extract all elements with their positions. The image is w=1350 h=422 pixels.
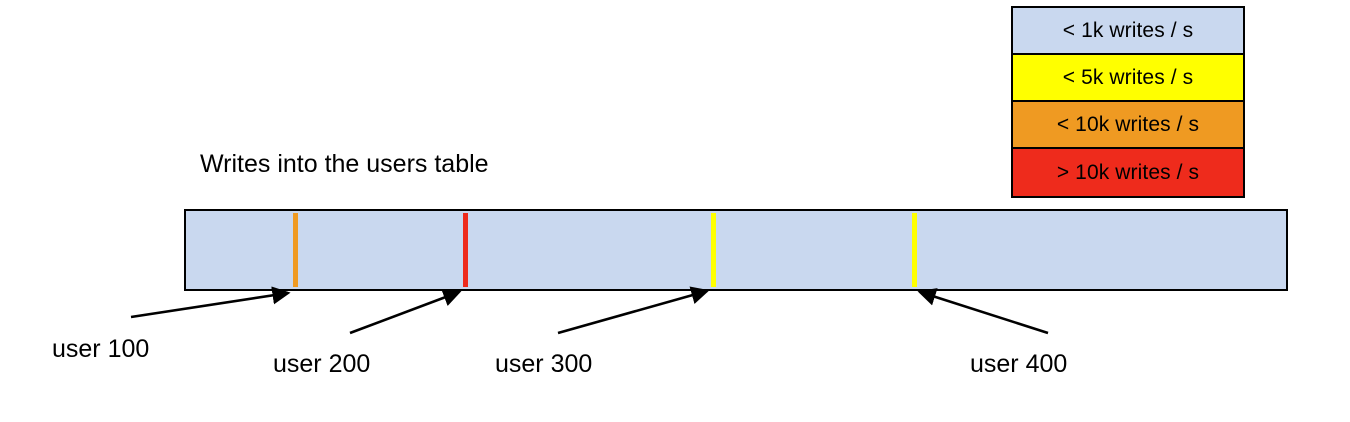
callout-arrow-2	[557, 286, 710, 335]
callout-arrow-1	[349, 288, 462, 335]
callout-label-2: user 300	[495, 350, 593, 378]
legend-row-lt-10k: < 10k writes / s	[1013, 102, 1243, 149]
legend-label: < 5k writes / s	[1062, 66, 1194, 89]
bar-marker-user-300	[710, 213, 716, 287]
legend-row-lt-5k: < 5k writes / s	[1013, 55, 1243, 102]
users-table-bar	[184, 209, 1288, 291]
callout-label-3: user 400	[970, 350, 1068, 378]
legend-label: < 1k writes / s	[1062, 19, 1194, 42]
callout-label-0: user 100	[52, 335, 150, 363]
bar-track	[184, 209, 1288, 291]
legend-row-gt-10k: > 10k writes / s	[1013, 149, 1243, 196]
bar-marker-user-400	[912, 213, 917, 287]
legend-label: > 10k writes / s	[1056, 161, 1200, 184]
legend-label: < 10k writes / s	[1056, 113, 1200, 136]
bar-marker-user-200	[463, 213, 469, 287]
page-title: Writes into the users table	[200, 150, 489, 178]
callout-label-1: user 200	[273, 350, 371, 378]
callout-arrow-0	[130, 286, 291, 319]
legend-row-lt-1k: < 1k writes / s	[1013, 8, 1243, 55]
legend: < 1k writes / s < 5k writes / s < 10k writ…	[1011, 6, 1245, 198]
callout-arrow-3	[917, 288, 1049, 335]
bar-marker-user-100	[292, 213, 298, 287]
